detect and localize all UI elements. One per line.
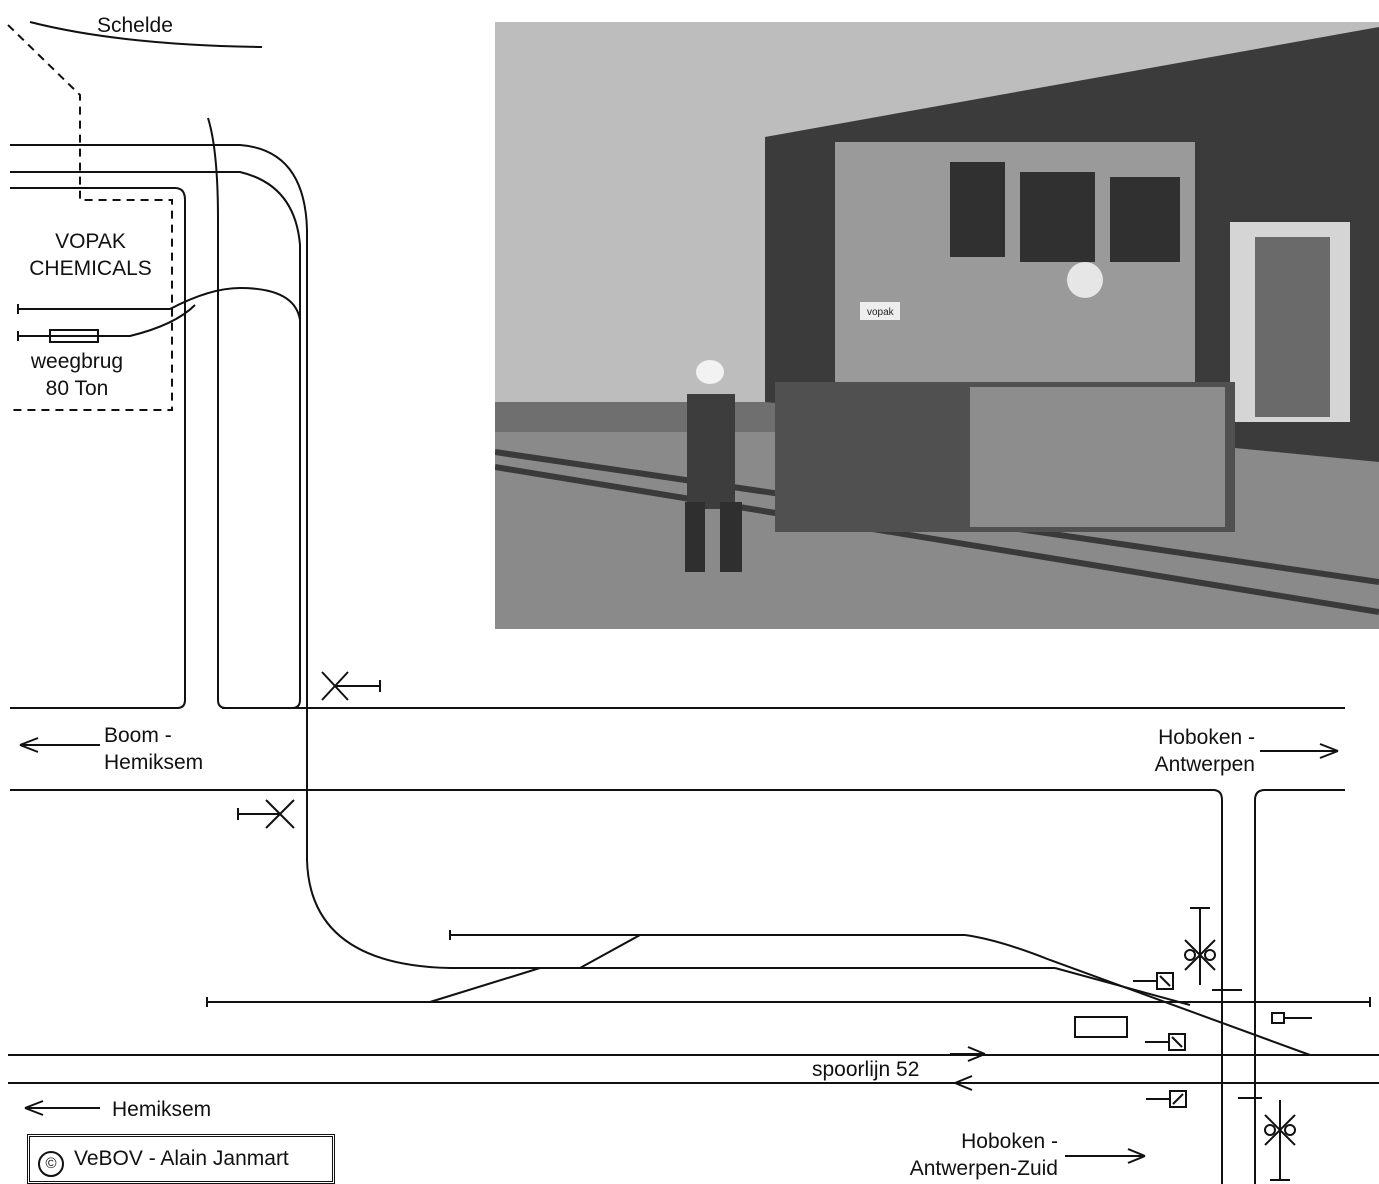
signal-icon	[1145, 1034, 1185, 1050]
copyright-text: VeBOV - Alain Janmart	[74, 1147, 289, 1170]
hoboken-antwerpen-label: Hoboken - Antwerpen	[1120, 724, 1255, 778]
building-icon	[1075, 1017, 1127, 1037]
arrow-left-icon	[955, 1076, 985, 1090]
hoboken-zuid-line2: Antwerpen-Zuid	[880, 1155, 1058, 1182]
boom-hemiksem-label: Boom - Hemiksem	[104, 722, 203, 776]
hoboken-antwerpen-zuid-label: Hoboken - Antwerpen-Zuid	[880, 1128, 1058, 1182]
arrow-left-icon	[20, 738, 100, 752]
boom-hemiksem-line2: Hemiksem	[104, 749, 203, 776]
arrow-left-icon	[25, 1101, 100, 1115]
signal-icon	[1133, 973, 1173, 989]
hoboken-antwerpen-line2: Antwerpen	[1120, 751, 1255, 778]
yard-switch	[580, 935, 640, 968]
signal-icon	[1272, 1013, 1312, 1023]
arrow-right-icon	[1065, 1149, 1145, 1163]
hoboken-zuid-line1: Hoboken -	[880, 1128, 1058, 1155]
connecting-curve	[307, 860, 1055, 968]
vopak-label-line1: VOPAK	[18, 228, 163, 255]
schelde-label: Schelde	[97, 12, 173, 39]
signal-icon	[1146, 1091, 1186, 1107]
loco-logo: vopak	[867, 307, 895, 318]
yard-track	[965, 935, 1310, 1055]
crossing-signal-icon	[1185, 908, 1215, 985]
arrow-right-icon	[950, 1047, 985, 1061]
vopak-label-line2: CHEMICALS	[18, 255, 163, 282]
boom-hemiksem-line1: Boom -	[104, 722, 203, 749]
hoboken-antwerpen-line1: Hoboken -	[1120, 724, 1255, 751]
vopak-label: VOPAK CHEMICALS	[18, 228, 163, 282]
crossing-signal-icon	[1265, 1100, 1295, 1180]
siding-track	[208, 118, 226, 708]
weegbrug-label-line2: 80 Ton	[18, 375, 136, 402]
locomotive-photo: vopak	[495, 22, 1379, 629]
copyright-icon: ©	[38, 1151, 64, 1177]
weegbrug-label: weegbrug 80 Ton	[18, 348, 136, 402]
derail-marker-icon	[238, 800, 294, 828]
spoorlijn-52-label: spoorlijn 52	[812, 1056, 919, 1083]
yard-switch	[430, 968, 540, 1002]
main-track	[1213, 790, 1222, 1184]
copyright-box: © VeBOV - Alain Janmart	[27, 1134, 335, 1184]
hemiksem-label: Hemiksem	[112, 1096, 211, 1123]
weegbrug-track	[18, 288, 300, 320]
arrow-right-icon	[1260, 744, 1338, 758]
derail-marker-icon	[322, 672, 380, 700]
weegbrug-label-line1: weegbrug	[18, 348, 136, 375]
